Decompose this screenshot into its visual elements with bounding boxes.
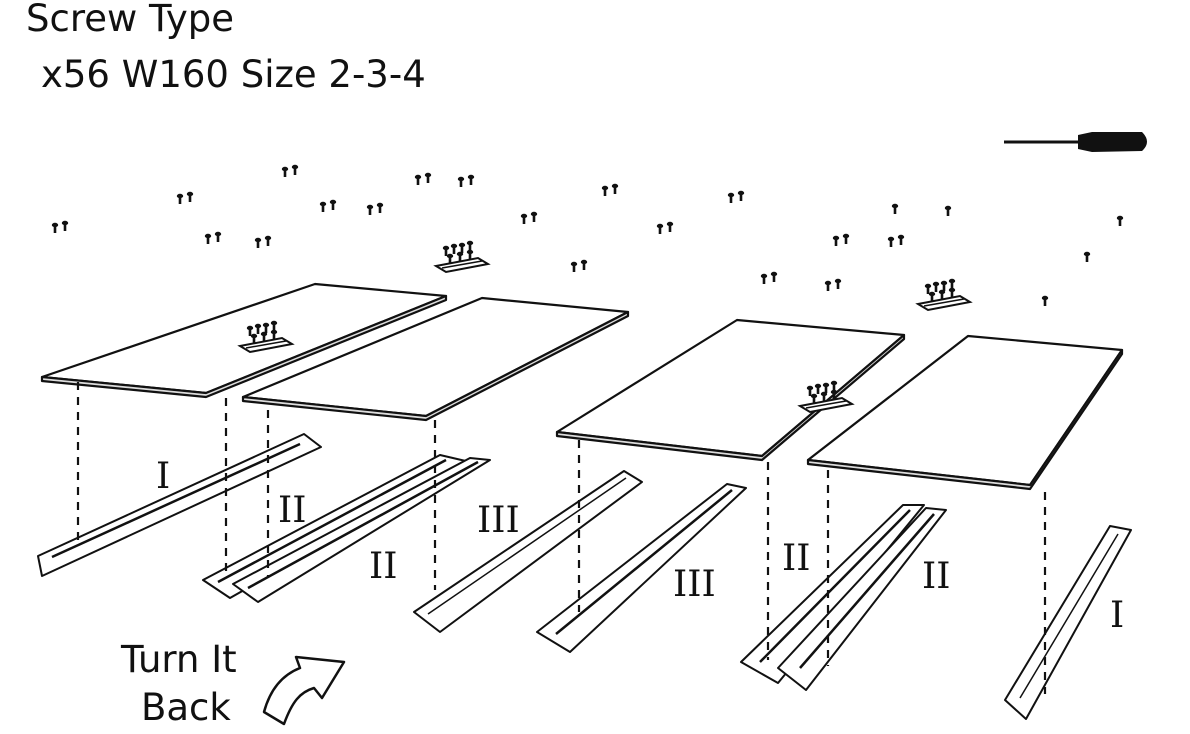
- screw-icon: [282, 165, 298, 177]
- panels: [40, 282, 1124, 491]
- screw-icon: [367, 203, 383, 215]
- screw-icon: [521, 212, 537, 224]
- screw-icon: [255, 236, 271, 248]
- screw-icon: [1116, 215, 1124, 226]
- rail-label: II: [369, 546, 397, 587]
- rail-4a: [740, 504, 925, 684]
- screw-icon: [825, 279, 841, 291]
- rail-label: II: [782, 538, 810, 579]
- screw-icon: [888, 235, 904, 247]
- screw-icon: [205, 232, 221, 244]
- panel-4: [806, 334, 1124, 491]
- instruction-line-1: Turn It: [120, 638, 237, 681]
- rail-label: II: [278, 490, 306, 531]
- screw-icon: [571, 260, 587, 272]
- screw-icon: [458, 175, 474, 187]
- panel-1: [40, 282, 448, 399]
- screw-icon: [320, 200, 336, 212]
- curved-arrow-icon: [262, 655, 346, 726]
- screwdriver-icon: [1004, 132, 1147, 152]
- rail-2b: [232, 457, 491, 603]
- rail-1-left: [37, 433, 322, 577]
- rail-label: III: [673, 564, 716, 605]
- screw-icon: [761, 272, 777, 284]
- panel-2: [241, 296, 630, 422]
- screw-icon: [944, 205, 952, 216]
- screw-icon: [1041, 295, 1049, 306]
- screw-spec: x56 W160 Size 2-3-4: [41, 53, 426, 96]
- rail-4b: [777, 507, 947, 691]
- screw-icon: [833, 234, 849, 246]
- screw-icon: [891, 203, 899, 214]
- page-title: Screw Type: [26, 0, 234, 40]
- screw-icon: [602, 184, 618, 196]
- hinge-bracket-icon: [436, 241, 488, 272]
- hinge-bracket-icon: [918, 279, 970, 310]
- screw-icon: [1083, 251, 1091, 262]
- screw-icon: [728, 191, 744, 203]
- rail-3a: [413, 470, 643, 633]
- rail-label: III: [477, 500, 520, 541]
- guide-lines: [76, 382, 1047, 694]
- rail-label: II: [922, 556, 950, 597]
- screw-icon: [415, 173, 431, 185]
- screw-icon: [177, 192, 193, 204]
- instruction-line-2: Back: [141, 686, 231, 729]
- rail-label: I: [156, 456, 170, 497]
- screw-icon: [52, 221, 68, 233]
- rails: [37, 433, 1132, 720]
- loose-screws: [52, 165, 1124, 306]
- rail-label: I: [1110, 595, 1124, 636]
- rail-1-right: [1004, 525, 1132, 720]
- rail-3b: [536, 483, 747, 653]
- screw-icon: [657, 222, 673, 234]
